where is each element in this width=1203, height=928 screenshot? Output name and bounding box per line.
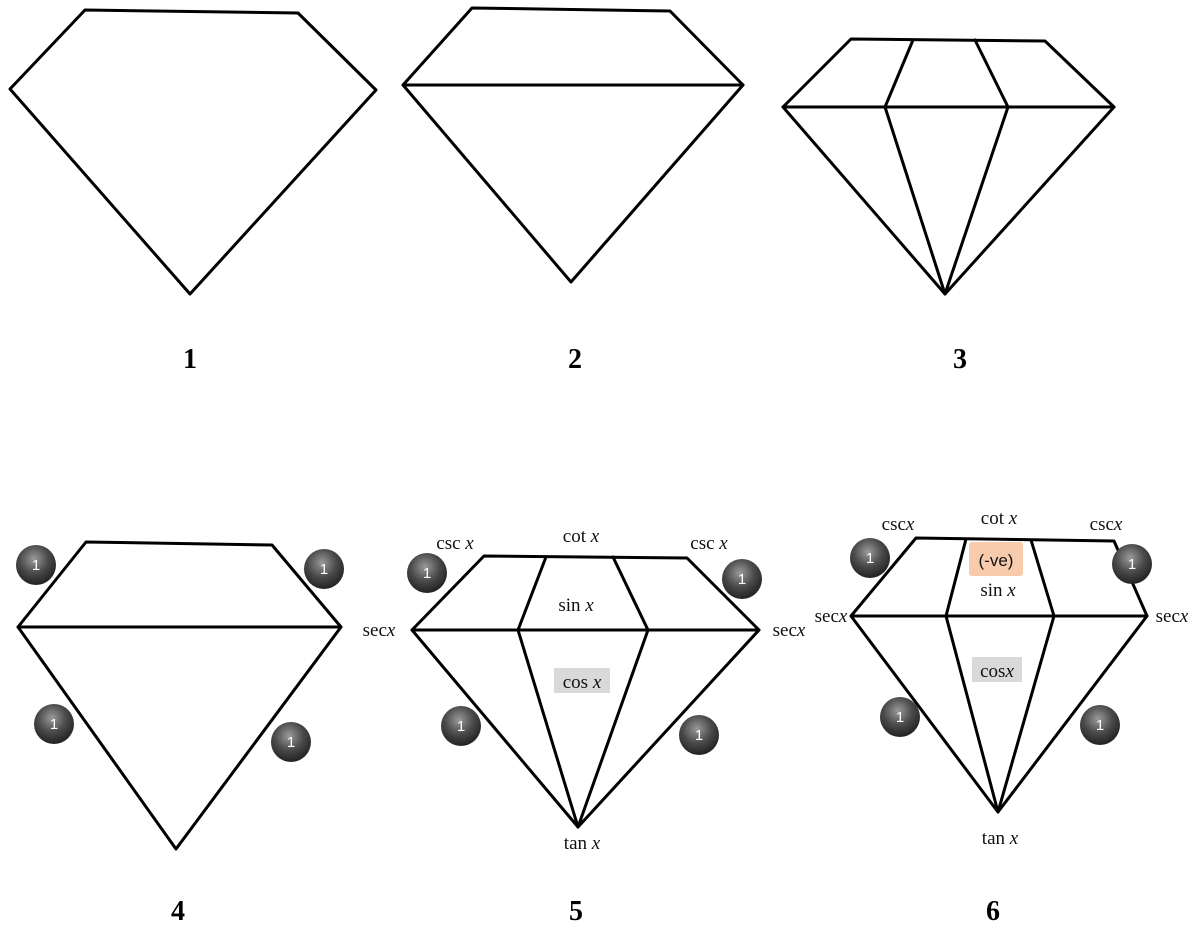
facet-line — [973, 38, 1010, 109]
cos-label: cos x — [554, 668, 610, 693]
panel-number: 5 — [569, 896, 583, 927]
facet-line — [944, 537, 968, 618]
svg-text:tan x: tan x — [564, 833, 601, 854]
sec-label-right: secx — [1156, 606, 1189, 627]
unit-badge: 1 — [304, 549, 344, 589]
panel-5: csc x cot x csc x secx secx sin x cos x … — [363, 526, 806, 927]
facet-line — [944, 614, 1000, 814]
unit-badge: 1 — [16, 545, 56, 585]
svg-text:cos x: cos x — [563, 672, 602, 693]
diamond-outline — [410, 554, 761, 829]
svg-text:cscx: cscx — [882, 514, 915, 535]
svg-text:cot x: cot x — [981, 508, 1018, 529]
facet-line — [611, 555, 650, 632]
panel-number: 6 — [986, 896, 1000, 927]
facet-line — [516, 555, 548, 632]
svg-text:1: 1 — [287, 734, 295, 751]
cot-label: cot x — [563, 526, 600, 547]
svg-text:cot x: cot x — [563, 526, 600, 547]
svg-text:cscx: cscx — [1090, 514, 1123, 535]
svg-text:secx: secx — [363, 620, 396, 641]
svg-text:1: 1 — [457, 718, 465, 735]
csc-label-right: csc x — [690, 533, 728, 554]
svg-text:cosx: cosx — [980, 661, 1014, 682]
unit-badge: 1 — [722, 559, 762, 599]
panel-2: 2 — [401, 6, 745, 375]
csc-label-right: cscx — [1090, 514, 1123, 535]
unit-badge: 1 — [850, 538, 890, 578]
cot-label: cot x — [981, 508, 1018, 529]
facet-line — [996, 614, 1056, 814]
unit-badge: 1 — [441, 706, 481, 746]
panel-number: 2 — [568, 344, 582, 375]
svg-text:1: 1 — [32, 557, 40, 574]
tan-label: tan x — [982, 828, 1019, 849]
sec-label-left: secx — [815, 606, 848, 627]
sin-label: sin x — [980, 580, 1016, 601]
svg-text:1: 1 — [1096, 717, 1104, 734]
svg-text:1: 1 — [1128, 556, 1136, 573]
svg-text:secx: secx — [1156, 606, 1189, 627]
diamond-outline — [16, 540, 343, 851]
panel-number: 3 — [953, 344, 967, 375]
svg-text:sin x: sin x — [558, 595, 594, 616]
unit-badge: 1 — [34, 704, 74, 744]
diamond-outline — [849, 536, 1149, 814]
diamond-outline — [781, 37, 1116, 296]
panel-4: 1 1 1 1 4 — [16, 540, 344, 927]
facet-line — [576, 628, 650, 829]
svg-text:csc x: csc x — [436, 533, 474, 554]
svg-text:1: 1 — [423, 565, 431, 582]
svg-text:tan x: tan x — [982, 828, 1019, 849]
csc-label-left: cscx — [882, 514, 915, 535]
sin-label: sin x — [558, 595, 594, 616]
sec-label-right: secx — [773, 620, 806, 641]
svg-text:(-ve): (-ve) — [979, 551, 1014, 570]
facet-line — [883, 105, 947, 296]
facet-line — [516, 628, 580, 829]
tan-label: tan x — [564, 833, 601, 854]
facet-line — [943, 105, 1010, 296]
facet-line — [883, 38, 915, 109]
svg-text:1: 1 — [896, 709, 904, 726]
unit-badge: 1 — [880, 697, 920, 737]
diamond-outline — [401, 6, 745, 284]
svg-text:1: 1 — [320, 561, 328, 578]
unit-badge: 1 — [1080, 705, 1120, 745]
panel-6: cscx cot x cscx secx secx (-ve) sin x co… — [815, 508, 1189, 927]
facet-line — [1029, 538, 1056, 618]
unit-badge: 1 — [679, 715, 719, 755]
csc-label-left: csc x — [436, 533, 474, 554]
panel-1: 1 — [8, 8, 378, 375]
svg-text:1: 1 — [695, 727, 703, 744]
sec-label-left: secx — [363, 620, 396, 641]
panel-number: 1 — [183, 344, 197, 375]
svg-text:secx: secx — [815, 606, 848, 627]
unit-badge: 1 — [407, 553, 447, 593]
unit-badge: 1 — [271, 722, 311, 762]
panel-number: 4 — [171, 896, 185, 927]
unit-badge: 1 — [1112, 544, 1152, 584]
negative-sign-note: (-ve) — [969, 542, 1023, 576]
svg-text:1: 1 — [866, 550, 874, 567]
svg-text:csc x: csc x — [690, 533, 728, 554]
svg-text:secx: secx — [773, 620, 806, 641]
svg-text:1: 1 — [738, 571, 746, 588]
cos-label: cosx — [972, 657, 1022, 682]
svg-text:sin x: sin x — [980, 580, 1016, 601]
panel-3: 3 — [781, 37, 1116, 375]
diamond-outline — [8, 8, 378, 296]
svg-text:1: 1 — [50, 716, 58, 733]
